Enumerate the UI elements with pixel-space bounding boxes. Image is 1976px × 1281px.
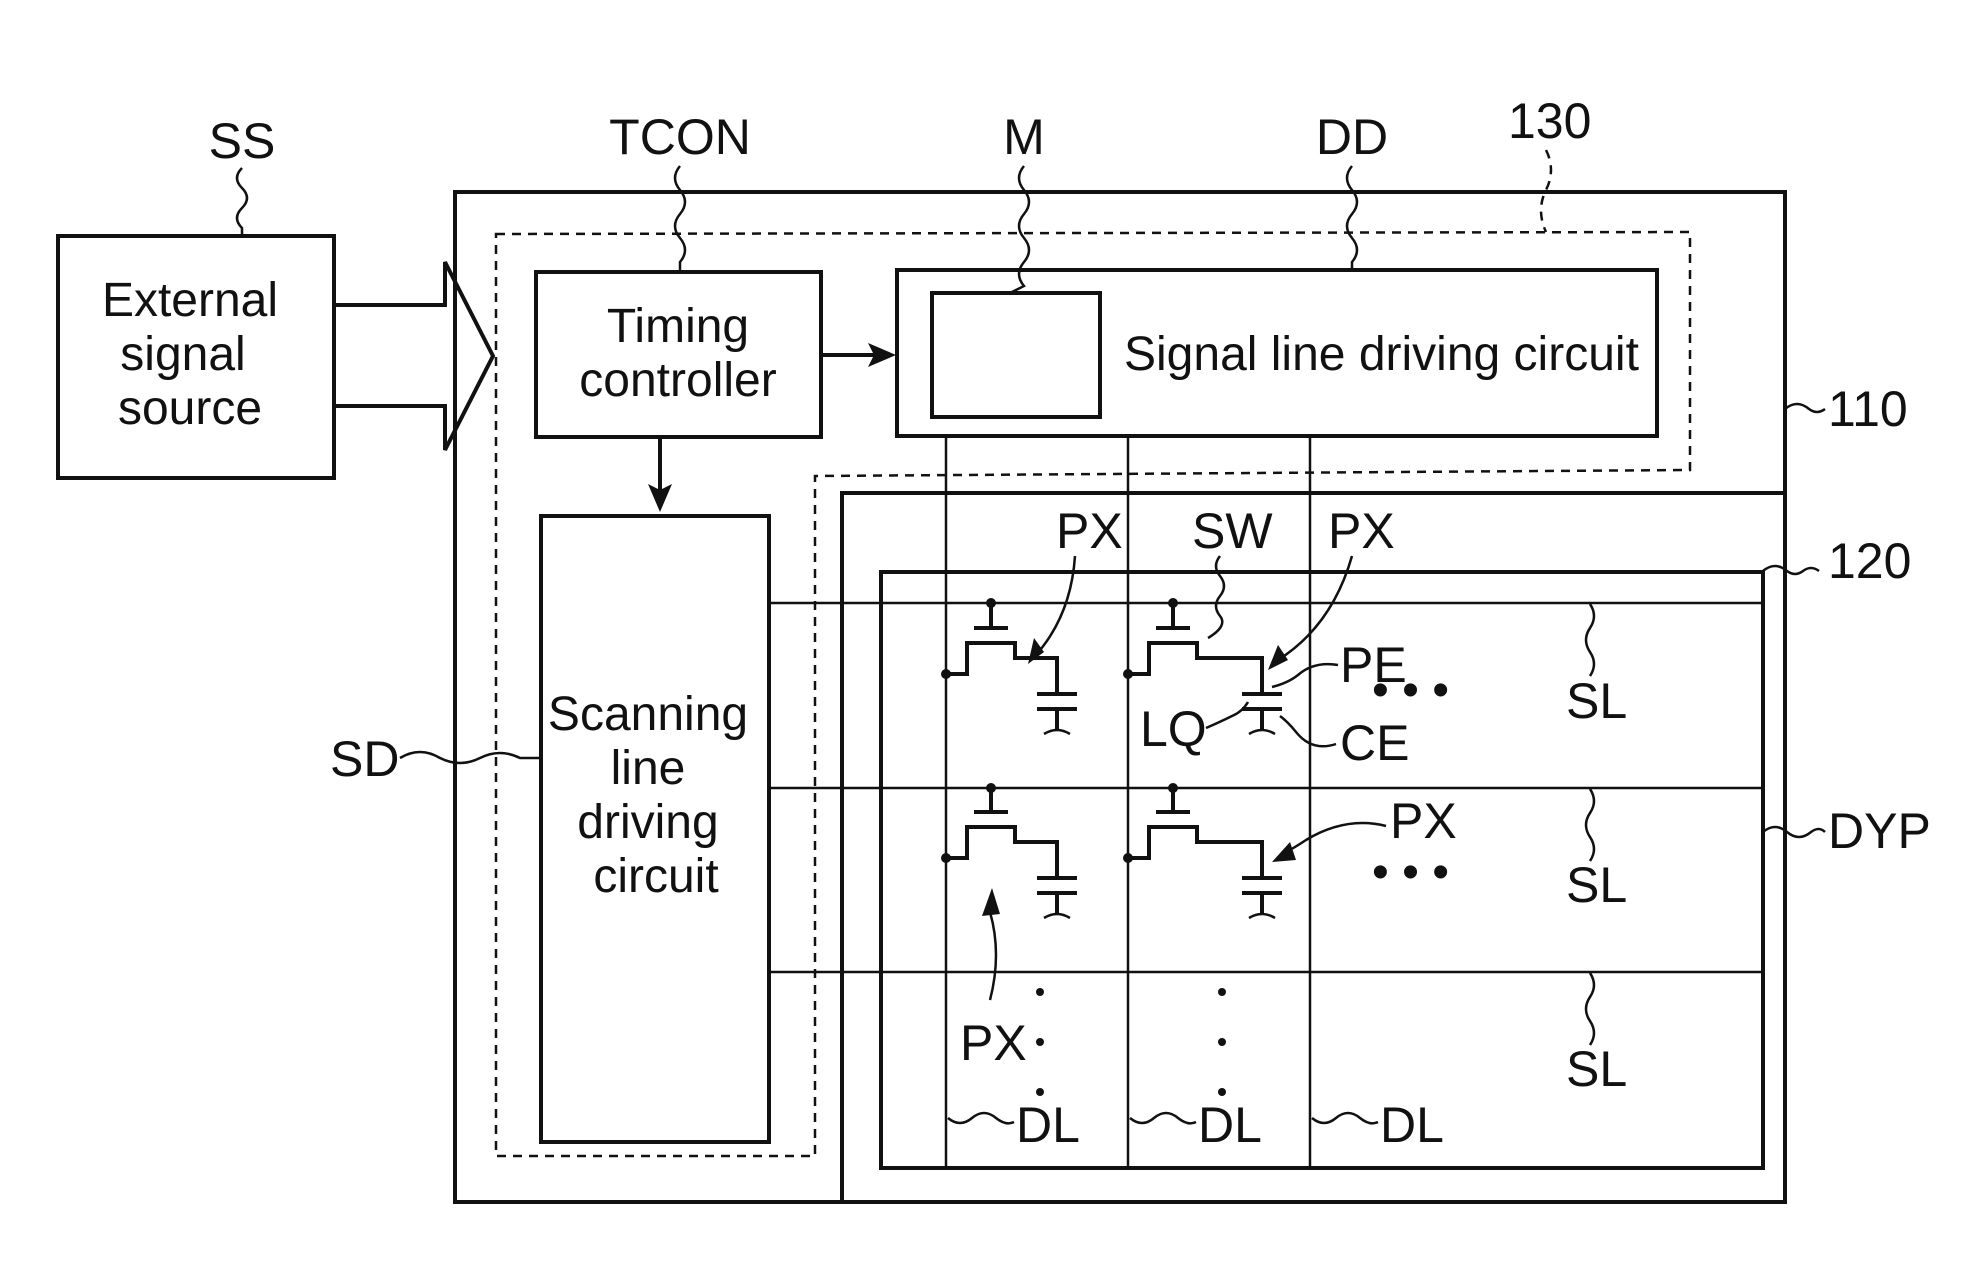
scanning-line-driving-circuit: Scanning line driving circuit xyxy=(541,516,769,1142)
scan-driver-line-2: line xyxy=(611,742,686,795)
pe-leader xyxy=(1272,664,1338,687)
sd-label: SD xyxy=(330,731,399,787)
external-source-line-1: External xyxy=(102,274,278,327)
sw-leader xyxy=(1208,556,1224,638)
dyp-label: DYP xyxy=(1828,803,1931,859)
dl-label-2: DL xyxy=(1198,1097,1262,1153)
ellipsis-row-1: • • • xyxy=(1372,664,1449,717)
px-arrow-3 xyxy=(1286,823,1386,852)
sw-label: SW xyxy=(1192,503,1273,559)
px-label-4: PX xyxy=(960,1015,1027,1071)
m-label: M xyxy=(1003,109,1045,165)
scan-driver-line-1: Scanning xyxy=(548,688,748,741)
sl-leader-1 xyxy=(1586,604,1594,676)
ref-110-leader xyxy=(1785,404,1825,412)
px-arrowhead-1 xyxy=(1028,638,1044,664)
scan-driver-line-3: driving xyxy=(577,796,718,849)
external-source-line-2: signal xyxy=(120,328,245,381)
pixel-circuit-r2c2 xyxy=(1123,783,1282,918)
scan-driver-line-4: circuit xyxy=(593,850,718,903)
signal-driver-text: Signal line driving circuit xyxy=(1124,328,1639,381)
dyp-frame xyxy=(842,493,1785,1202)
pixel-circuit-r1c1 xyxy=(941,598,1077,734)
signal-line-driving-circuit: Signal line driving circuit xyxy=(897,270,1657,436)
dd-label: DD xyxy=(1316,109,1388,165)
dyp-leader xyxy=(1763,827,1825,837)
px-label-3: PX xyxy=(1390,793,1457,849)
timing-controller-line-1: Timing xyxy=(607,300,749,353)
tcon-label: TCON xyxy=(609,109,751,165)
px-label-2: PX xyxy=(1328,503,1395,559)
sl-label-2: SL xyxy=(1566,857,1627,913)
ce-label: CE xyxy=(1340,715,1409,771)
px-label-1: PX xyxy=(1056,503,1123,559)
vertical-ellipsis-col-1 xyxy=(1036,988,1044,1096)
sl-leader-2 xyxy=(1586,789,1594,861)
memory-block xyxy=(932,293,1100,417)
display-120-frame xyxy=(881,572,1763,1168)
ss-label: SS xyxy=(209,113,276,169)
px-arrow-4 xyxy=(990,912,996,1000)
dl-label-1: DL xyxy=(1016,1097,1080,1153)
sl-leader-3 xyxy=(1586,973,1594,1045)
ref-110: 110 xyxy=(1828,381,1908,437)
external-source-line-3: source xyxy=(118,382,262,435)
ref-130: 130 xyxy=(1508,93,1591,149)
ellipsis-row-2: • • • xyxy=(1372,846,1449,899)
ref-120: 120 xyxy=(1828,533,1911,589)
dl-leader-1 xyxy=(948,1113,1014,1123)
ref-120-leader xyxy=(1763,566,1819,574)
timing-controller-block: Timing controller xyxy=(536,272,821,437)
ce-leader xyxy=(1280,716,1336,746)
tcon-leader xyxy=(675,166,685,272)
sl-label-1: SL xyxy=(1566,673,1627,729)
m-leader xyxy=(1010,166,1029,293)
px-arrowhead-4 xyxy=(982,888,1000,916)
input-signal-arrow xyxy=(334,262,493,450)
dl-leader-3 xyxy=(1312,1113,1378,1123)
dd-leader xyxy=(1347,166,1357,270)
px-arrowhead-2 xyxy=(1268,645,1288,670)
external-signal-source: External signal source xyxy=(58,236,334,478)
dl-leader-2 xyxy=(1130,1113,1196,1123)
timing-controller-line-2: controller xyxy=(579,354,776,407)
ss-leader xyxy=(237,168,247,236)
vertical-ellipsis-col-2 xyxy=(1218,988,1226,1096)
lq-leader xyxy=(1206,702,1248,728)
px-arrowhead-3 xyxy=(1272,842,1296,862)
lq-label: LQ xyxy=(1140,701,1207,757)
dl-label-3: DL xyxy=(1380,1097,1444,1153)
sd-leader xyxy=(400,752,541,763)
pixel-circuit-r2c1 xyxy=(941,783,1077,918)
sl-label-3: SL xyxy=(1566,1041,1627,1097)
